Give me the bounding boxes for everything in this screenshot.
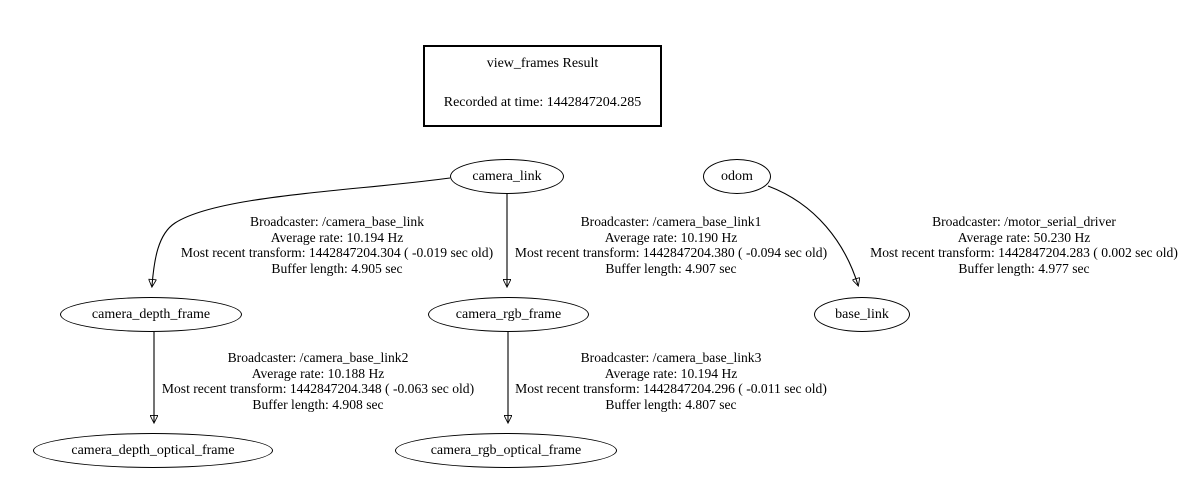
node-camera-rgb-optical-frame: camera_rgb_optical_frame (395, 433, 617, 468)
edge-label-camera-base-link: Broadcaster: /camera_base_link Average r… (181, 214, 493, 277)
average-rate-text: Average rate: 10.190 Hz (604, 229, 738, 245)
node-base-link: base_link (814, 297, 910, 332)
broadcaster-text: Broadcaster: /camera_base_link2 (227, 350, 409, 365)
edge-label-motor-serial-driver: Broadcaster: /motor_serial_driver Averag… (870, 214, 1178, 277)
title-box-title: view_frames Result (486, 56, 599, 71)
node-camera-depth-frame: camera_depth_frame (60, 297, 242, 332)
buffer-length-text: Buffer length: 4.905 sec (271, 261, 403, 277)
edge-label-camera-base-link2: Broadcaster: /camera_base_link2 Average … (162, 350, 474, 413)
average-rate-text: Average rate: 10.188 Hz (251, 365, 385, 381)
buffer-length-text: Buffer length: 4.807 sec (605, 397, 737, 413)
most-recent-transform-text: Most recent transform: 1442847204.380 ( … (514, 245, 828, 261)
most-recent-transform-text: Most recent transform: 1442847204.348 ( … (161, 381, 475, 397)
edge-camera-link-to-camera-depth-frame (152, 177, 451, 286)
node-camera-link: camera_link (450, 159, 564, 194)
buffer-length-text: Buffer length: 4.907 sec (605, 261, 737, 277)
broadcaster-text: Broadcaster: /motor_serial_driver (932, 214, 1116, 229)
broadcaster-text: Broadcaster: /camera_base_link3 (580, 350, 762, 365)
average-rate-text: Average rate: 50.230 Hz (957, 229, 1091, 245)
broadcaster-text: Broadcaster: /camera_base_link1 (580, 214, 762, 229)
title-box: view_frames Result Recorded at time: 144… (423, 45, 662, 127)
broadcaster-text: Broadcaster: /camera_base_link (250, 214, 424, 229)
node-camera-rgb-frame: camera_rgb_frame (428, 297, 589, 332)
most-recent-transform-text: Most recent transform: 1442847204.296 ( … (515, 381, 827, 397)
buffer-length-text: Buffer length: 4.908 sec (252, 397, 384, 413)
average-rate-text: Average rate: 10.194 Hz (604, 365, 738, 381)
buffer-length-text: Buffer length: 4.977 sec (958, 261, 1090, 277)
node-odom: odom (703, 159, 771, 194)
average-rate-text: Average rate: 10.194 Hz (270, 229, 404, 245)
title-box-recorded-at: Recorded at time: 1442847204.285 (443, 95, 642, 110)
most-recent-transform-text: Most recent transform: 1442847204.283 ( … (870, 245, 1178, 261)
edge-odom-to-base-link (767, 185, 858, 285)
edge-label-camera-base-link3: Broadcaster: /camera_base_link3 Average … (515, 350, 827, 413)
most-recent-transform-text: Most recent transform: 1442847204.304 ( … (180, 245, 494, 261)
edge-label-camera-base-link1: Broadcaster: /camera_base_link1 Average … (515, 214, 827, 277)
node-camera-depth-optical-frame: camera_depth_optical_frame (33, 433, 273, 468)
